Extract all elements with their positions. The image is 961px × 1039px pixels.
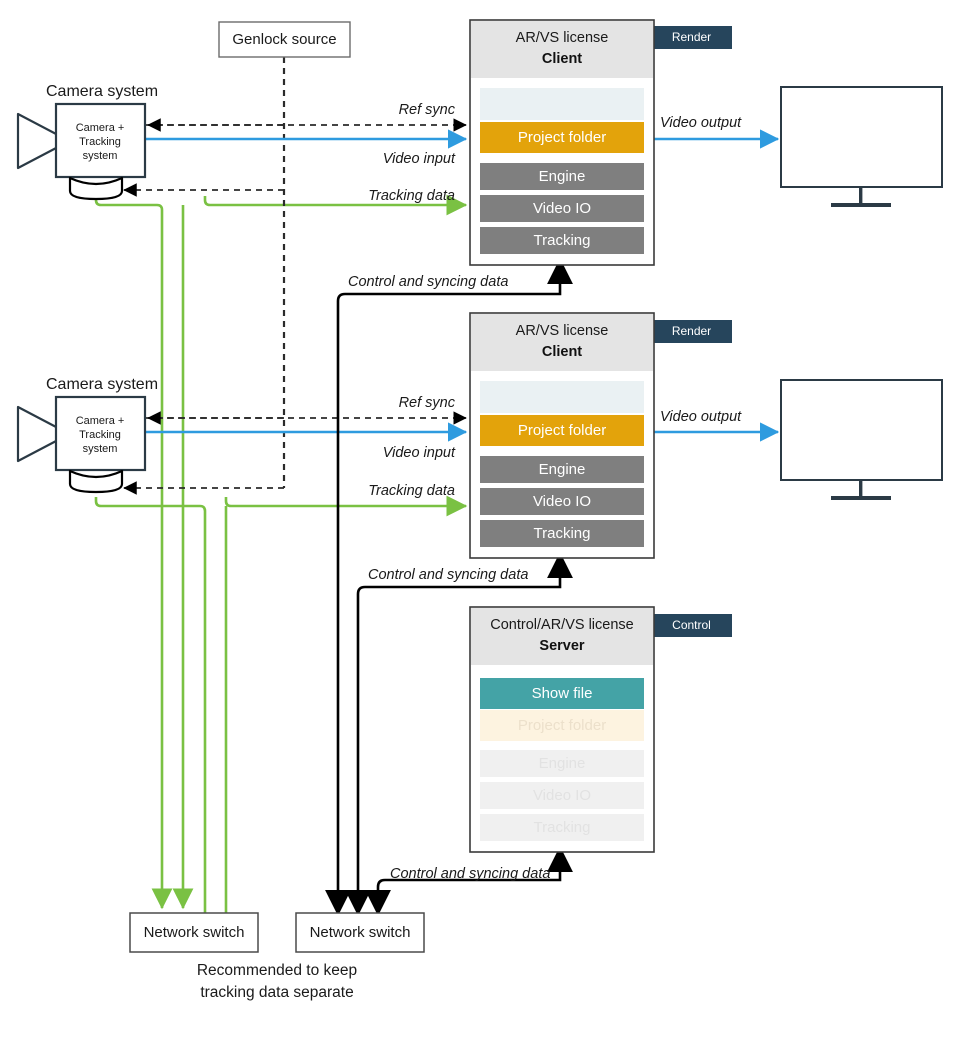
camera-body-1-line3: system	[83, 150, 118, 162]
client-2-row-engine-label: Engine	[539, 461, 586, 478]
label-control-sync-2: Control and syncing data	[368, 567, 528, 583]
server-row-tracking-label: Tracking	[534, 819, 591, 836]
tracking-separation-caption: Recommended to keep tracking data separa…	[197, 962, 357, 1001]
server-row-engine-label: Engine	[539, 755, 586, 772]
display-1-base	[831, 203, 891, 207]
client-2-row-tracking-label: Tracking	[534, 525, 591, 542]
edge-labels: Ref sync Video input Tracking data Video…	[348, 102, 742, 882]
label-video-output-1: Video output	[660, 115, 742, 131]
label-ref-sync-1: Ref sync	[399, 102, 456, 118]
client-1-row-tracking[interactable]	[480, 227, 644, 254]
camera-lens-icon	[16, 405, 60, 463]
control-sync-wires	[336, 258, 573, 908]
server-license: Control/AR/VS license	[490, 617, 633, 633]
video-wires	[145, 129, 780, 442]
genlock-source-label: Genlock source	[232, 31, 336, 48]
camera-body-1	[54, 102, 147, 179]
client-1-badge-label: Render	[672, 30, 711, 44]
client-2-badge	[651, 320, 732, 343]
label-video-input-1: Video input	[383, 151, 456, 167]
camera-body-2-line2: Tracking	[79, 429, 121, 441]
client-1-row-project-folder-label: Project folder	[518, 129, 606, 146]
label-control-sync-3: Control and syncing data	[390, 866, 550, 882]
switch-inbound-arrows	[325, 889, 391, 916]
display-2-stand	[859, 480, 863, 499]
label-video-input-2: Video input	[383, 445, 456, 461]
client-2-header	[471, 314, 653, 371]
client-2-license: AR/VS license	[516, 323, 609, 339]
server-badge-label: Control	[672, 618, 711, 632]
network-switch-tracking-label: Network switch	[144, 924, 245, 941]
genlock-source-box[interactable]: Genlock source	[218, 21, 351, 58]
client-2-role: Client	[542, 344, 582, 360]
client-1-row-video-io[interactable]	[480, 195, 644, 222]
caption-line-1: Recommended to keep	[197, 962, 357, 979]
client-2-row-engine[interactable]	[480, 456, 644, 483]
server-badge	[651, 614, 732, 637]
client-2-row-project-folder-label: Project folder	[518, 422, 606, 439]
camera-system-2-title: Camera system	[46, 376, 158, 393]
client-2-badge-label: Render	[672, 324, 711, 338]
node-client-2[interactable]: Render AR/VS license Client Project fold…	[469, 312, 732, 559]
label-tracking-data-2: Tracking data	[368, 483, 455, 499]
network-switch-control[interactable]: Network switch	[295, 912, 425, 953]
camera-lens-icon	[16, 112, 60, 170]
server-row-video-io[interactable]	[480, 782, 644, 809]
server-header	[471, 608, 653, 665]
label-control-sync-1: Control and syncing data	[348, 274, 508, 290]
client-1-role: Client	[542, 51, 582, 67]
client-1-row-pale[interactable]	[480, 88, 644, 120]
server-role: Server	[539, 638, 585, 654]
display-2[interactable]	[780, 379, 943, 500]
display-2-base	[831, 496, 891, 500]
network-switch-control-label: Network switch	[310, 924, 411, 941]
camera-system-1-title: Camera system	[46, 83, 158, 100]
client-2-row-pale[interactable]	[480, 381, 644, 413]
client-1-row-project-folder[interactable]	[480, 122, 644, 153]
camera-body-1-line1: Camera +	[76, 122, 125, 134]
server-row-project-folder[interactable]	[480, 710, 644, 741]
client-1-row-engine[interactable]	[480, 163, 644, 190]
server-row-video-io-label: Video IO	[533, 787, 591, 804]
client-2-row-tracking[interactable]	[480, 520, 644, 547]
client-1-badge	[651, 26, 732, 49]
client-1-license: AR/VS license	[516, 30, 609, 46]
tracking-puck-icon-1	[68, 176, 124, 201]
label-video-output-2: Video output	[660, 409, 742, 425]
label-tracking-data-1: Tracking data	[368, 188, 455, 204]
client-1-row-tracking-label: Tracking	[534, 232, 591, 249]
camera-system-1[interactable]: Camera system Camera + Tracking system	[16, 83, 158, 201]
node-client-1[interactable]: Render AR/VS license Client Project fold…	[469, 19, 732, 266]
tracking-data-wires	[94, 194, 468, 930]
client-2-row-project-folder[interactable]	[480, 415, 644, 446]
ref-sync-wires	[123, 118, 467, 495]
caption-line-2: tracking data separate	[200, 984, 353, 1001]
server-row-project-folder-label: Project folder	[518, 717, 606, 734]
camera-system-2[interactable]: Camera system Camera + Tracking system	[16, 376, 158, 494]
server-row-show-file-label: Show file	[532, 685, 593, 702]
camera-body-2-line1: Camera +	[76, 415, 125, 427]
server-row-engine[interactable]	[480, 750, 644, 777]
server-row-show-file[interactable]	[480, 678, 644, 709]
server-row-tracking[interactable]	[480, 814, 644, 841]
camera-body-2	[54, 395, 147, 472]
label-ref-sync-2: Ref sync	[399, 395, 456, 411]
client-1-header	[471, 21, 653, 78]
display-1[interactable]	[780, 86, 943, 207]
network-switch-tracking[interactable]: Network switch	[129, 912, 259, 953]
camera-body-1-line2: Tracking	[79, 136, 121, 148]
camera-body-2-line3: system	[83, 443, 118, 455]
client-2-row-video-io[interactable]	[480, 488, 644, 515]
client-1-row-engine-label: Engine	[539, 168, 586, 185]
client-2-row-video-io-label: Video IO	[533, 493, 591, 510]
client-1-row-video-io-label: Video IO	[533, 200, 591, 217]
node-server[interactable]: Control Control/AR/VS license Server Sho…	[469, 606, 732, 853]
tracking-puck-icon-2	[68, 469, 124, 494]
display-1-stand	[859, 187, 863, 206]
